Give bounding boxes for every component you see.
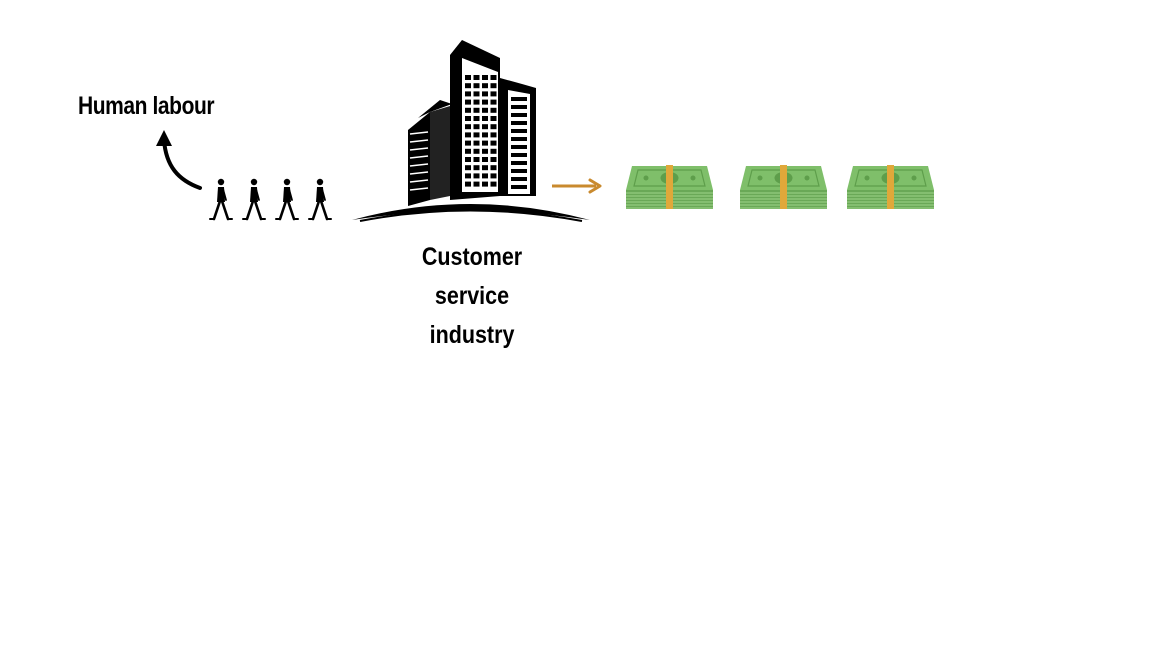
arrow-right-icon [552,178,602,194]
industry-label-line1: Customer service [421,243,523,310]
human-labour-label: Human labour [78,92,215,120]
curved-arrow-icon [156,130,202,190]
industry-label-line2: industry [429,321,515,349]
walking-person-icon [308,178,332,221]
money-stack-icon [626,165,713,209]
industry-label: Customer service industry [386,238,558,355]
walking-person-icon [275,178,299,221]
walking-person-icon [209,178,233,221]
walking-people [209,178,332,221]
money-stack-icon [847,165,934,209]
money-stacks [626,165,934,209]
money-stack-icon [740,165,827,209]
office-building-icon [352,40,590,222]
walking-person-icon [242,178,266,221]
